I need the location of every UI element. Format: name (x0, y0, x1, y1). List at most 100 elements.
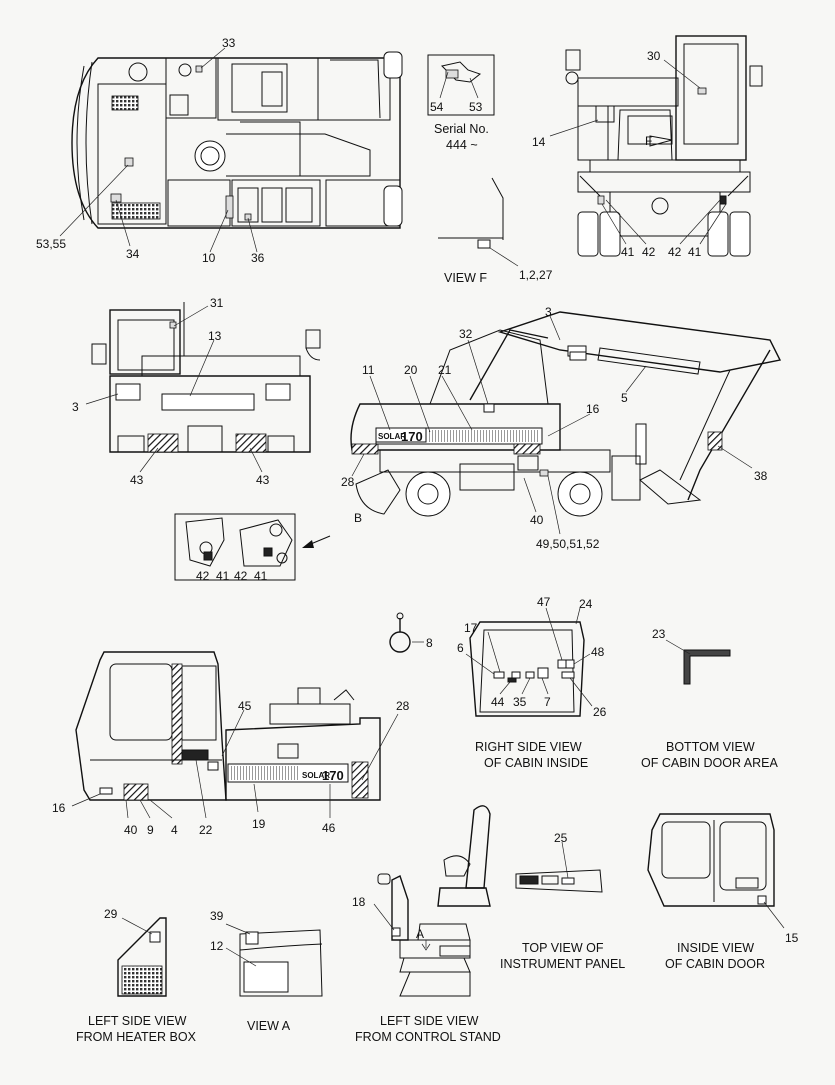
label-36: 36 (251, 251, 265, 265)
label-b: B (354, 511, 362, 525)
label-13: 13 (208, 329, 222, 343)
label-49-52: 49,50,51,52 (536, 537, 600, 551)
cabin-door-inside-view (647, 813, 775, 907)
label-16-side: 16 (586, 402, 600, 416)
label-5: 5 (621, 391, 628, 405)
top-view (71, 51, 403, 229)
label-31: 31 (210, 296, 224, 310)
label-19: 19 (252, 817, 266, 831)
label-7: 7 (544, 695, 551, 709)
label-28-left: 28 (396, 699, 410, 713)
label-3-back: 3 (72, 400, 79, 414)
operator-seat-view (377, 805, 491, 997)
caption-control-1: LEFT SIDE VIEW (380, 1014, 479, 1028)
label-42-b2: 42 (234, 569, 248, 583)
label-35: 35 (513, 695, 527, 709)
serial-plate-detail (427, 54, 495, 116)
caption-bottom-2: OF CABIN DOOR AREA (641, 756, 778, 770)
label-46: 46 (322, 821, 336, 835)
door-area-bottom-view (683, 649, 731, 685)
caption-bottom-1: BOTTOM VIEW (666, 740, 755, 754)
label-39: 39 (210, 909, 224, 923)
back-view (91, 302, 321, 453)
label-17: 17 (464, 621, 478, 635)
label-33: 33 (222, 36, 236, 50)
label-18: 18 (352, 895, 366, 909)
view-a-detail (239, 929, 323, 997)
label-a: A (416, 927, 424, 941)
label-20: 20 (404, 363, 418, 377)
caption-right-side-1: RIGHT SIDE VIEW (475, 740, 582, 754)
label-44: 44 (491, 695, 505, 709)
label-43-right: 43 (256, 473, 270, 487)
label-3-boom: 3 (545, 305, 552, 319)
decal-solar-side: SOLAR (378, 432, 406, 441)
label-41-b1: 41 (216, 569, 230, 583)
label-54: 54 (430, 100, 444, 114)
label-29: 29 (104, 907, 118, 921)
left-side-view: SOLAR 170 (75, 651, 381, 801)
label-11: 11 (362, 363, 375, 377)
label-42-left: 42 (642, 245, 656, 259)
label-f-arrow: F (645, 134, 652, 148)
label-38: 38 (754, 469, 768, 483)
label-6: 6 (457, 641, 464, 655)
label-48: 48 (591, 645, 605, 659)
label-22: 22 (199, 823, 213, 837)
label-40-side: 40 (530, 513, 544, 527)
serial-range-text: 444 ~ (446, 138, 478, 152)
heater-box-view (117, 917, 167, 997)
label-10: 10 (202, 251, 216, 265)
label-26: 26 (593, 705, 607, 719)
caption-top-panel-1: TOP VIEW OF (522, 941, 604, 955)
side-view: SOLAR 170 (350, 311, 782, 517)
label-21: 21 (438, 363, 452, 377)
rear-view (565, 35, 763, 257)
label-41-right: 41 (688, 245, 702, 259)
caption-heater-2: FROM HEATER BOX (76, 1030, 197, 1044)
detail-b (174, 513, 296, 581)
decal-model-side: 170 (401, 429, 423, 444)
label-25: 25 (554, 831, 568, 845)
cabin-inside-view (469, 621, 585, 717)
caption-top-panel-2: INSTRUMENT PANEL (500, 957, 625, 971)
label-24: 24 (579, 597, 593, 611)
caption-right-side-2: OF CABIN INSIDE (484, 756, 588, 770)
label-30: 30 (647, 49, 661, 63)
label-34: 34 (126, 247, 140, 261)
label-53: 53 (469, 100, 483, 114)
caption-inside-door-1: INSIDE VIEW (677, 941, 754, 955)
label-15: 15 (785, 931, 799, 945)
label-42-b1: 42 (196, 569, 210, 583)
label-53-55: 53,55 (36, 237, 66, 251)
label-41-b2: 41 (254, 569, 268, 583)
label-28-side: 28 (341, 475, 355, 489)
caption-view-a: VIEW A (247, 1019, 291, 1033)
label-43-left: 43 (130, 473, 144, 487)
label-8: 8 (426, 636, 433, 650)
label-47: 47 (537, 595, 551, 609)
label-40-left: 40 (124, 823, 138, 837)
view-f-caption: VIEW F (444, 271, 487, 285)
label-14: 14 (532, 135, 546, 149)
label-12: 12 (210, 939, 224, 953)
label-23: 23 (652, 627, 666, 641)
label-42-right: 42 (668, 245, 682, 259)
caption-heater-1: LEFT SIDE VIEW (88, 1014, 187, 1028)
serial-no-text: Serial No. (434, 122, 489, 136)
label-32: 32 (459, 327, 473, 341)
label-9: 9 (147, 823, 154, 837)
label-4: 4 (171, 823, 178, 837)
label-41-left: 41 (621, 245, 635, 259)
decal-model-left: 170 (322, 768, 344, 783)
decal-solar-left: SOLAR (302, 771, 330, 780)
view-f-detail (438, 177, 504, 249)
label-16-left: 16 (52, 801, 66, 815)
caption-inside-door-2: OF CABIN DOOR (665, 957, 765, 971)
caption-control-2: FROM CONTROL STAND (355, 1030, 501, 1044)
instrument-panel-top-view (515, 869, 603, 893)
ring-decal (389, 612, 411, 653)
label-1-2-27: 1,2,27 (519, 268, 553, 282)
